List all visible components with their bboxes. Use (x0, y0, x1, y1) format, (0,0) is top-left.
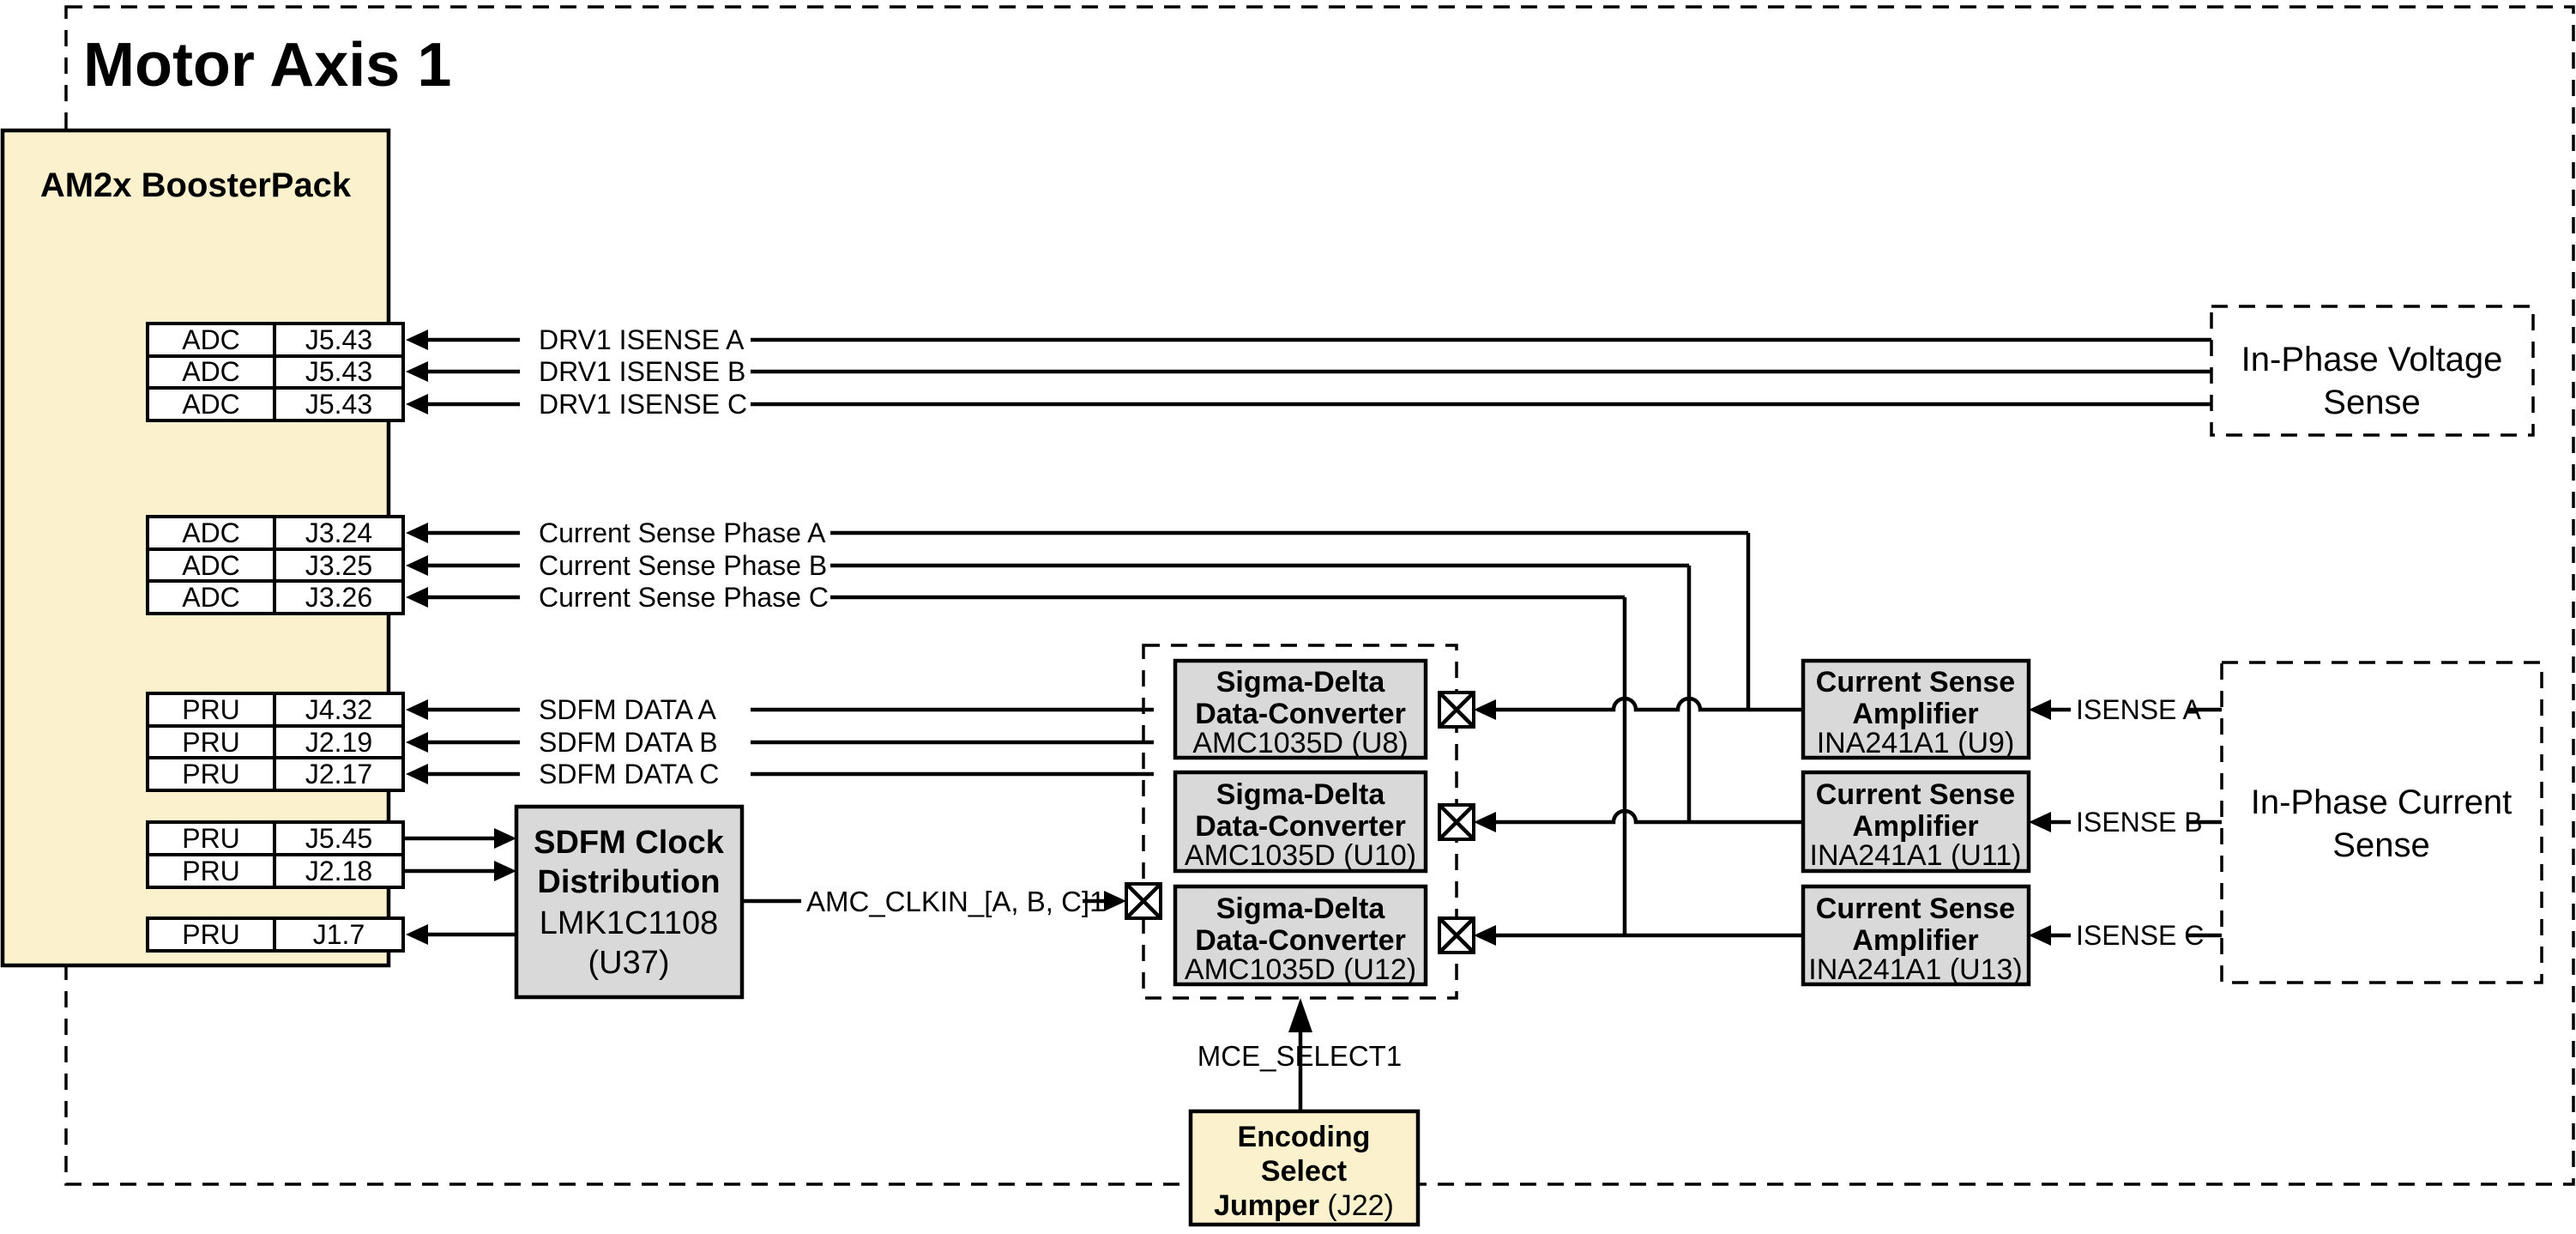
clock-block-part: LMK1C1108 (540, 905, 718, 941)
converter-u8-line2: Data-Converter (1195, 698, 1406, 730)
pin-type: ADC (182, 356, 240, 387)
wire-labels: DRV1 ISENSE A DRV1 ISENSE B DRV1 ISENSE … (539, 324, 2204, 1072)
amplifier-u11-line2: Amplifier (1852, 810, 1978, 843)
label-current-sense-phase-a: Current Sense Phase A (539, 517, 826, 548)
port-crossed-clkin (1125, 882, 1162, 920)
pin-type: PRU (182, 919, 240, 950)
converter-block-u10: Sigma-Delta Data-Converter AMC1035D (U10… (1173, 770, 1428, 874)
encoding-select-jumper-block: Encoding Select Jumper (J22) (1188, 1109, 1421, 1227)
converter-u12-line1: Sigma-Delta (1216, 892, 1386, 925)
clock-block-line2: Distribution (537, 864, 720, 900)
pin-number: J2.19 (305, 727, 372, 758)
pin-rows: ADC J5.43 ADC J5.43 ADC J5.43 ADC J3.24 … (146, 322, 405, 953)
amplifier-u9-part: INA241A1 (U9) (1817, 727, 2015, 759)
jumper-line2: Select (1261, 1155, 1347, 1188)
label-amc-clkin: AMC_CLKIN_[A, B, C]1 (806, 886, 1105, 917)
amplifier-u13-line2: Amplifier (1852, 924, 1978, 957)
pin-number: J1.7 (313, 919, 365, 950)
converter-u8-line1: Sigma-Delta (1216, 666, 1386, 699)
label-isense-a: ISENSE A (2076, 694, 2202, 725)
converter-group-boundary (1142, 644, 1458, 1000)
pin-type: PRU (182, 856, 240, 886)
pin-number: J2.17 (305, 759, 372, 789)
label-isense-b: ISENSE B (2076, 807, 2203, 838)
converter-block-u12: Sigma-Delta Data-Converter AMC1035D (U12… (1173, 884, 1428, 987)
amplifier-u9-line1: Current Sense (1816, 666, 2015, 699)
label-sdfm-data-a: SDFM DATA A (539, 694, 717, 725)
voltage-sense-label-line2: Sense (2323, 384, 2420, 421)
label-isense-c: ISENSE C (2076, 920, 2204, 951)
pin-type: PRU (182, 727, 240, 758)
pin-number: J5.45 (305, 823, 372, 854)
wires-sdfm-data (406, 699, 1154, 784)
label-current-sense-phase-c: Current Sense Phase C (539, 582, 829, 613)
label-drv1-isense-a: DRV1 ISENSE A (539, 324, 745, 355)
wires-drv1-isense (406, 330, 2211, 414)
pin-type: ADC (182, 389, 240, 420)
label-drv1-isense-c: DRV1 ISENSE C (539, 389, 747, 420)
clock-block-ref: (U37) (588, 945, 669, 981)
converter-u10-line2: Data-Converter (1195, 810, 1406, 843)
label-sdfm-data-b: SDFM DATA B (539, 727, 718, 758)
converter-u12-line2: Data-Converter (1195, 924, 1406, 957)
label-sdfm-data-c: SDFM DATA C (539, 759, 719, 789)
pin-number: J4.32 (305, 694, 372, 725)
wires-amp-to-converter (1474, 696, 1803, 946)
label-current-sense-phase-b: Current Sense Phase B (539, 550, 827, 581)
amplifier-block-u9: Current Sense Amplifier INA241A1 (U9) (1801, 658, 2031, 760)
amplifier-block-u13: Current Sense Amplifier INA241A1 (U13) (1801, 884, 2031, 987)
pin-number: J3.26 (305, 582, 372, 613)
wire-mce-select (1288, 998, 1312, 1111)
pin-number: J5.43 (305, 389, 372, 420)
amplifier-u9-line2: Amplifier (1852, 698, 1978, 730)
page-title: Motor Axis 1 (83, 31, 451, 100)
converter-u10-part: AMC1035D (U10) (1185, 839, 1416, 872)
wires-isense (2029, 699, 2222, 946)
pin-type: ADC (182, 582, 240, 613)
label-drv1-isense-b: DRV1 ISENSE B (539, 356, 745, 387)
port-crossed-sdfm-a (1438, 691, 1475, 729)
jumper-line3: Jumper (J22) (1214, 1189, 1394, 1222)
current-sense-label-line2: Sense (2332, 826, 2429, 864)
converter-u8-part: AMC1035D (U8) (1192, 727, 1408, 759)
voltage-sense-label-line1: In-Phase Voltage (2241, 341, 2503, 378)
port-crossed-sdfm-b (1438, 803, 1475, 841)
pin-type: PRU (182, 759, 240, 789)
pin-type: ADC (182, 550, 240, 581)
amplifier-u13-part: INA241A1 (U13) (1808, 953, 2022, 986)
amplifier-u11-line1: Current Sense (1816, 778, 2015, 811)
converter-u10-line1: Sigma-Delta (1216, 778, 1386, 811)
wires-current-sense-phase (406, 523, 1751, 935)
port-crossed-sdfm-c (1438, 916, 1475, 954)
amplifier-u13-line1: Current Sense (1816, 892, 2015, 925)
pin-number: J5.43 (305, 356, 372, 387)
converter-block-u8: Sigma-Delta Data-Converter AMC1035D (U8) (1173, 658, 1428, 760)
wires-sdfm-clock (403, 828, 516, 945)
converter-u12-part: AMC1035D (U12) (1185, 953, 1416, 986)
amplifier-block-u11: Current Sense Amplifier INA241A1 (U11) (1801, 770, 2031, 874)
sdfm-clock-block: SDFM Clock Distribution LMK1C1108 (U37) (514, 804, 745, 1000)
pin-type: PRU (182, 694, 240, 725)
pin-type: ADC (182, 324, 240, 355)
pin-number: J2.18 (305, 856, 372, 886)
boosterpack-label: AM2x BoosterPack (40, 166, 352, 204)
label-mce-select1: MCE_SELECT1 (1198, 1040, 1402, 1072)
clock-block-line1: SDFM Clock (534, 825, 725, 861)
pin-type: ADC (182, 517, 240, 548)
wire-amc-clkin (742, 891, 1126, 911)
pin-number: J3.25 (305, 550, 372, 581)
amplifier-u11-part: INA241A1 (U11) (1810, 839, 2022, 872)
jumper-line1: Encoding (1238, 1121, 1371, 1153)
current-sense-label-line1: In-Phase Current (2251, 783, 2513, 821)
pin-number: J5.43 (305, 324, 372, 355)
pin-number: J3.24 (305, 517, 372, 548)
in-phase-current-sense-box (2220, 661, 2543, 984)
pin-type: PRU (182, 823, 240, 854)
